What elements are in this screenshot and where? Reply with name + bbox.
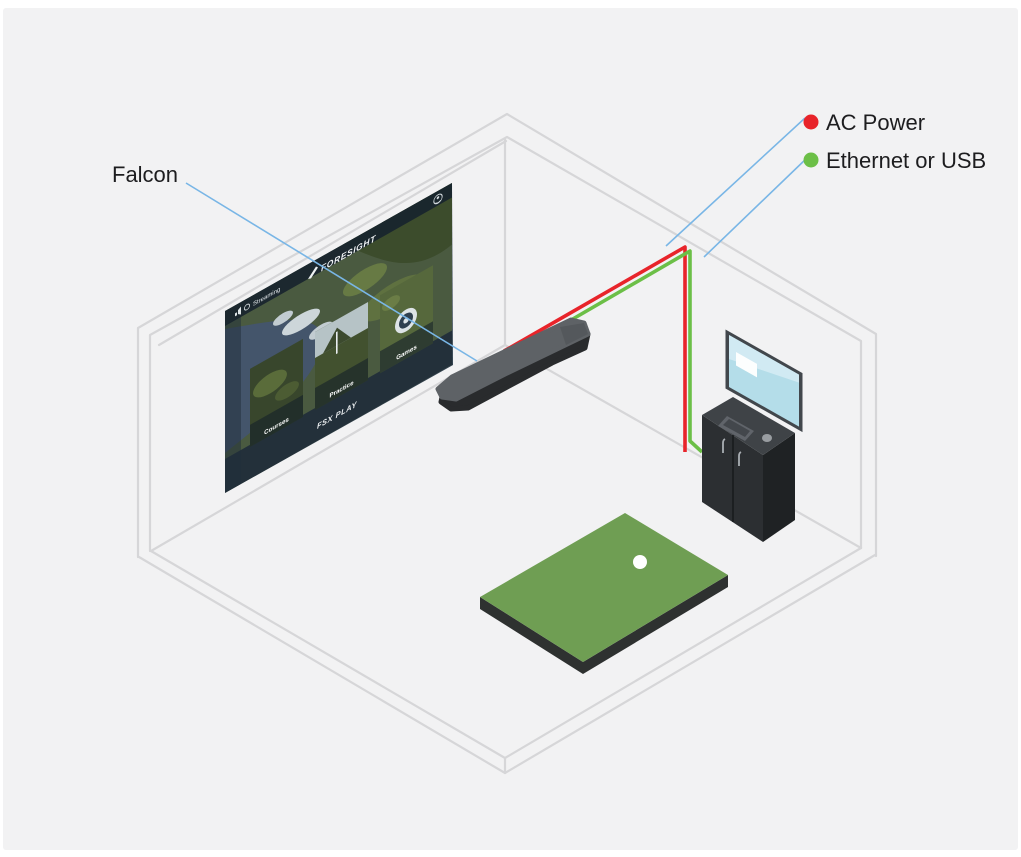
legend: AC Power Ethernet or USB xyxy=(803,110,986,173)
cabinet-side xyxy=(763,433,795,542)
account-icon xyxy=(433,193,443,205)
monitor-sheen xyxy=(729,335,799,383)
screen-left-shade xyxy=(225,315,241,493)
falcon-label: Falcon xyxy=(112,162,178,187)
cabinet-right-door-handle xyxy=(738,451,742,466)
mat-base xyxy=(480,575,728,674)
screen-fairway-2 xyxy=(343,263,387,297)
ac-power-label: AC Power xyxy=(826,110,925,135)
keyboard-keys xyxy=(723,419,750,437)
falcon-device-endcap xyxy=(560,323,588,345)
screen-tile-courses: Courses xyxy=(250,338,303,447)
ac-power-bullet-icon xyxy=(803,114,819,130)
volume-icon xyxy=(235,306,241,317)
ethernet-usb-label: Ethernet or USB xyxy=(826,148,986,173)
screen-tile-practice: Practice xyxy=(315,302,368,411)
monitor xyxy=(725,329,803,433)
left-wall-top-line xyxy=(157,139,508,347)
ac-power-callout-line xyxy=(665,117,806,247)
room-outer-edge xyxy=(136,112,878,559)
falcon-callout-line xyxy=(185,182,478,362)
screen-status-bar xyxy=(225,183,452,326)
screen-content: Streaming FORESIGHT xyxy=(225,183,452,493)
cabinet-top xyxy=(702,397,795,455)
screen-clouds-3 xyxy=(273,310,293,326)
screen-clouds xyxy=(282,308,320,336)
screen-bottom-shade xyxy=(225,330,452,493)
mouse xyxy=(762,434,772,442)
room-inner-edge xyxy=(148,135,863,553)
projection-screen: Streaming FORESIGHT xyxy=(225,183,453,493)
monitor-window xyxy=(736,351,757,378)
room-outline xyxy=(136,112,878,775)
globe-icon xyxy=(243,303,250,311)
ethernet-callout-line xyxy=(703,156,809,258)
cabinet xyxy=(702,397,795,542)
golf-ball xyxy=(633,555,647,569)
ethernet-bullet-icon xyxy=(803,152,819,168)
diagram-background xyxy=(3,8,1018,850)
screen-tile-games: Games xyxy=(380,265,433,374)
hitting-mat xyxy=(480,513,728,674)
mat-turf xyxy=(480,513,728,662)
falcon-device xyxy=(435,317,591,412)
cabinet-left-door-handle xyxy=(722,438,726,453)
